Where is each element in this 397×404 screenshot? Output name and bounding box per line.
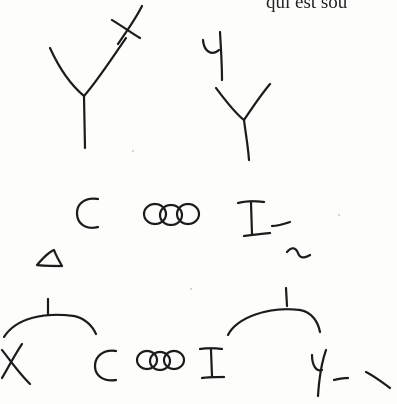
middle-formula: [75, 197, 292, 238]
x-label-stroke-1: [110, 18, 142, 40]
y-tail: [316, 348, 328, 398]
trailing-stroke: [364, 370, 392, 390]
x-stroke-2: [0, 342, 24, 380]
bottom-circle-right: [162, 349, 186, 371]
tick-mark: [284, 286, 289, 308]
x-stroke-1: [0, 348, 32, 386]
paper-speck: [190, 288, 192, 290]
letter-c: [75, 197, 100, 229]
top-right-tree: [201, 30, 272, 162]
tree-right-branch: [82, 36, 128, 98]
letter-i-bottom: [200, 375, 226, 380]
bottom-right-formula: [226, 286, 392, 398]
overlap-circle-left: [142, 202, 168, 226]
arc-bracket-right: [226, 308, 322, 337]
letter-i-top: [198, 347, 224, 351]
letter-i-top: [236, 200, 266, 205]
bottom-left-formula: [0, 313, 226, 386]
tree-left-branch: [48, 46, 86, 98]
letter-i-stem: [209, 348, 214, 378]
y-label-left-arm: [201, 38, 221, 54]
subscript-mark: [270, 220, 292, 228]
y-label-tail: [218, 30, 224, 82]
paper-speck: [132, 150, 134, 152]
dash-mark: [332, 376, 350, 382]
x-label-stroke-2: [116, 4, 144, 46]
bottom-circle-left: [135, 349, 159, 371]
overlap-circle-center: [158, 203, 184, 227]
overlap-circle-right: [175, 202, 201, 226]
lower-left-marks: [35, 248, 64, 316]
squiggle-mark: [285, 247, 312, 259]
paper-speck: [338, 214, 340, 216]
tree-stem: [82, 94, 87, 150]
letter-i-bottom: [242, 231, 272, 238]
letter-i-stem: [249, 201, 254, 236]
triangle-mark: [35, 248, 64, 268]
letter-c-bottom: [93, 349, 118, 382]
arc-bracket-left: [2, 313, 98, 339]
tree-stem: [242, 118, 251, 162]
tree-left-branch: [214, 86, 246, 122]
top-left-tree: [48, 4, 144, 150]
bottom-circle-center: [148, 350, 172, 372]
printed-text-line: qui est sou: [266, 0, 348, 13]
tree-right-branch: [242, 82, 272, 122]
